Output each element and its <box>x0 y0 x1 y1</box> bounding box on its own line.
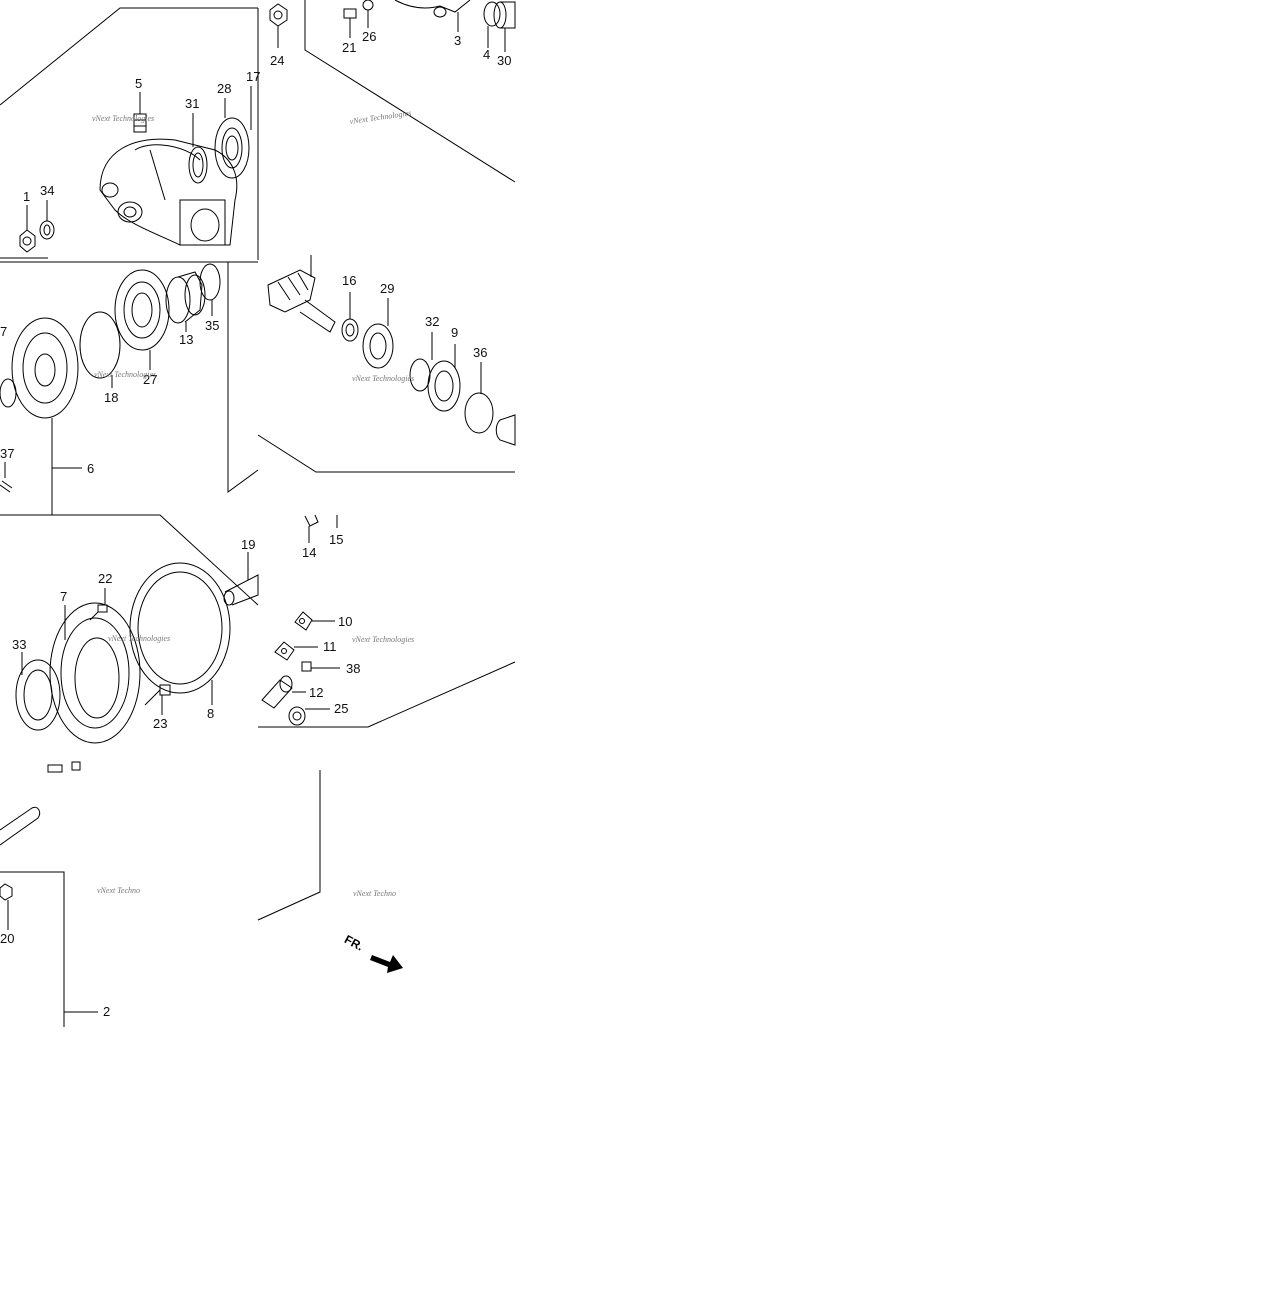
part-10 <box>294 611 335 631</box>
watermark: vNext Techno <box>97 886 140 895</box>
callout-10: 10 <box>338 614 352 629</box>
shaft-part-30 <box>493 1 516 52</box>
callout-25: 25 <box>334 701 348 716</box>
callout-20: 20 <box>0 931 14 946</box>
bolt-part-21 <box>343 8 357 38</box>
callout-17: 17 <box>246 69 260 84</box>
part-3-body <box>394 0 471 32</box>
front-direction-arrow-icon <box>370 955 403 973</box>
callout-28: 28 <box>217 81 231 96</box>
callout-16: 16 <box>342 273 356 288</box>
breather-part-5 <box>133 92 147 133</box>
callout-labels: 24 21 26 3 4 30 5 31 28 17 1 34 16 29 32… <box>0 29 511 1019</box>
bearing-part-29 <box>362 298 394 369</box>
o-ring-part-35 <box>199 263 221 316</box>
callout-14: 14 <box>302 545 316 560</box>
callout-29: 29 <box>380 281 394 296</box>
panel-borders <box>0 0 516 1027</box>
washer-part-26 <box>362 0 374 28</box>
nut-part-24 <box>269 3 288 48</box>
nut-small <box>47 764 63 773</box>
callout-33: 33 <box>12 637 26 652</box>
final-drive-housing <box>99 138 238 246</box>
callout-19: 19 <box>241 537 255 552</box>
o-ring-part-36 <box>464 362 494 434</box>
watermark: vNext Technologies <box>352 374 414 383</box>
watermark: vNext Technologies <box>108 634 170 643</box>
axle-shaft <box>0 806 41 846</box>
callout-27: 27 <box>143 372 157 387</box>
drain-plug-part-1 <box>19 205 36 253</box>
shaft-end <box>495 414 516 446</box>
callout-36: 36 <box>473 345 487 360</box>
shim-part-16 <box>341 292 359 342</box>
bolt-part-22 <box>89 588 108 621</box>
watermark: vNext Technologies <box>349 108 412 126</box>
callout-23: 23 <box>153 716 167 731</box>
bearing-part-27 <box>114 269 170 370</box>
callout-38: 38 <box>346 661 360 676</box>
callout-22: 22 <box>98 571 112 586</box>
seal-part-31 <box>188 113 208 184</box>
ring-part-8 <box>129 562 231 705</box>
callout-9: 9 <box>451 325 458 340</box>
nut-part-25 <box>288 706 330 726</box>
callout-15: 15 <box>329 532 343 547</box>
watermark: vNext Technologies <box>94 370 156 379</box>
callout-34: 34 <box>40 183 54 198</box>
cover-part-7 <box>49 602 141 744</box>
callout-18: 18 <box>104 390 118 405</box>
coupler-part-9 <box>427 344 461 412</box>
washer-part-34 <box>39 200 55 240</box>
bolt-part-38 <box>301 661 340 672</box>
bearing-part-28 <box>214 98 250 179</box>
seal-part-33 <box>15 652 61 731</box>
snap-ring-part-18 <box>79 311 121 388</box>
callout-11: 11 <box>323 639 337 654</box>
direction-label: FR. <box>342 932 366 953</box>
bearing-part-12 <box>261 675 306 709</box>
callout-13: 13 <box>179 332 193 347</box>
callout-7: 7 <box>60 589 67 604</box>
nut-part-20 <box>0 883 13 930</box>
part-14-15 <box>304 514 338 543</box>
nut-small-2 <box>71 761 81 771</box>
callout-12: 12 <box>309 685 323 700</box>
pinion-gear-assembly <box>267 255 336 333</box>
watermark: vNext Techno <box>353 889 396 898</box>
watermark: vNext Technologies <box>352 635 414 644</box>
callout-8: 8 <box>207 706 214 721</box>
callout-2: 2 <box>103 1004 110 1019</box>
collar-part-13 <box>165 271 206 332</box>
washer-left <box>0 378 17 408</box>
callout-6: 6 <box>87 461 94 476</box>
part-11 <box>274 641 318 661</box>
callout-3: 3 <box>454 33 461 48</box>
callout-17b: 7 <box>0 324 7 339</box>
pin-part-19 <box>223 552 259 606</box>
bearing-part-4 <box>483 1 501 48</box>
callout-5: 5 <box>135 76 142 91</box>
callout-31: 31 <box>185 96 199 111</box>
callout-30: 30 <box>497 53 511 68</box>
callout-35: 35 <box>205 318 219 333</box>
watermark: vNext Technologies <box>92 114 154 123</box>
callout-37: 37 <box>0 446 14 461</box>
callout-4: 4 <box>483 47 490 62</box>
bolt-part-23 <box>144 684 171 715</box>
bolt-part-37 <box>0 462 13 493</box>
callout-26: 26 <box>362 29 376 44</box>
callout-32: 32 <box>425 314 439 329</box>
ring-gear-part-6 <box>11 317 82 515</box>
callout-24: 24 <box>270 53 284 68</box>
callout-1: 1 <box>23 189 30 204</box>
callout-21: 21 <box>342 40 356 55</box>
